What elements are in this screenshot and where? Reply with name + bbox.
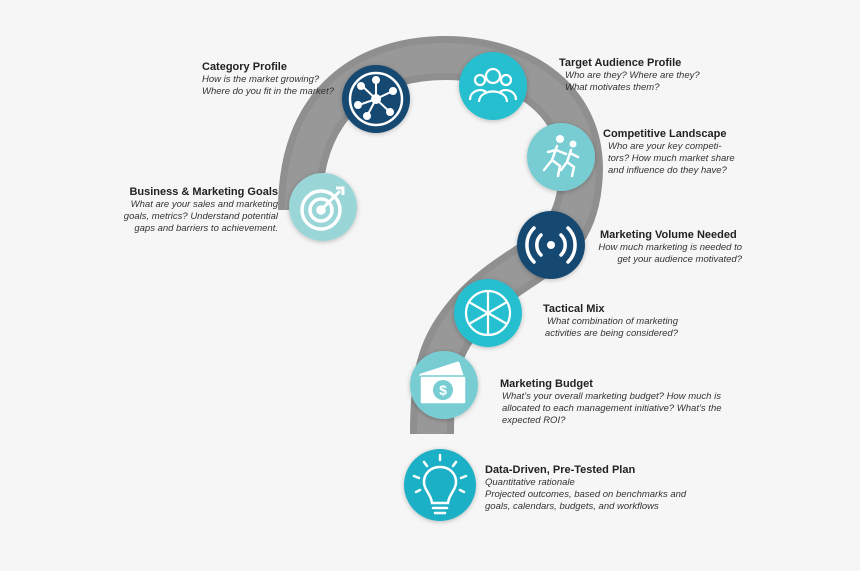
data-driven-plan-title: Data-Driven, Pre-Tested Plan: [485, 464, 636, 476]
data-driven-plan-label: Data-Driven, Pre-Tested Plan Quantitativ…: [485, 463, 686, 513]
marketing-volume-title: Marketing Volume Needed: [600, 229, 737, 241]
competitive-landscape-node: [527, 123, 595, 191]
lightbulb-icon: [412, 453, 468, 515]
broadcast-icon: [525, 226, 577, 264]
svg-text:$: $: [439, 382, 447, 398]
data-driven-plan-desc: Quantitative rationale Projected outcome…: [485, 477, 687, 512]
target-audience-label: Target Audience Profile Who are they? Wh…: [559, 56, 700, 94]
marketing-budget-title: Marketing Budget: [500, 378, 593, 390]
target-audience-node: [459, 52, 527, 120]
people-group-icon: [468, 67, 518, 103]
tactical-mix-label: Tactical Mix What combination of marketi…: [537, 302, 678, 340]
category-profile-label: Category Profile How is the market growi…: [202, 60, 334, 98]
business-goals-desc: What are your sales and marketing goals,…: [123, 199, 278, 234]
running-people-icon: [542, 135, 580, 178]
target-icon: [300, 186, 345, 231]
data-driven-plan-node: [404, 449, 476, 521]
category-profile-title: Category Profile: [202, 61, 287, 73]
target-audience-desc: Who are they? Where are they? What motiv…: [565, 70, 700, 93]
competitive-landscape-title: Competitive Landscape: [603, 128, 727, 140]
pie-chart-network-icon: [354, 76, 397, 120]
business-goals-title: Business & Marketing Goals: [129, 186, 278, 198]
business-goals-label: Business & Marketing Goals What are your…: [78, 185, 278, 235]
target-audience-title: Target Audience Profile: [559, 57, 682, 69]
competitive-landscape-label: Competitive Landscape Who are your key c…: [603, 127, 735, 177]
tactical-mix-desc: What combination of marketing activities…: [544, 316, 678, 339]
category-profile-desc: How is the market growing? Where do you …: [202, 74, 335, 97]
pie-segments-icon: [464, 289, 512, 337]
marketing-volume-desc: How much marketing is needed to get your…: [598, 242, 742, 265]
dollar-bill-icon: $: [419, 361, 467, 405]
marketing-budget-desc: What’s your overall marketing budget? Ho…: [502, 391, 722, 426]
competitive-landscape-desc: Who are your key competi- tors? How much…: [608, 141, 735, 176]
marketing-volume-label: Marketing Volume Needed How much marketi…: [589, 228, 742, 266]
marketing-budget-label: Marketing Budget What’s your overall mar…: [500, 377, 722, 427]
tactical-mix-title: Tactical Mix: [543, 303, 605, 315]
